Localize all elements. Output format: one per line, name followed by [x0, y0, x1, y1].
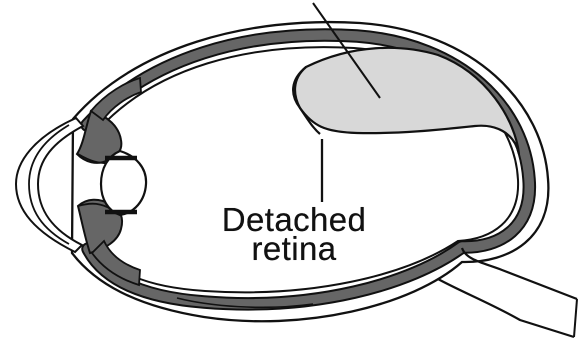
optic-nerve-end — [574, 299, 577, 337]
detached-retina-label-line-2: retina — [184, 232, 404, 265]
optic-nerve-lower — [438, 279, 574, 337]
